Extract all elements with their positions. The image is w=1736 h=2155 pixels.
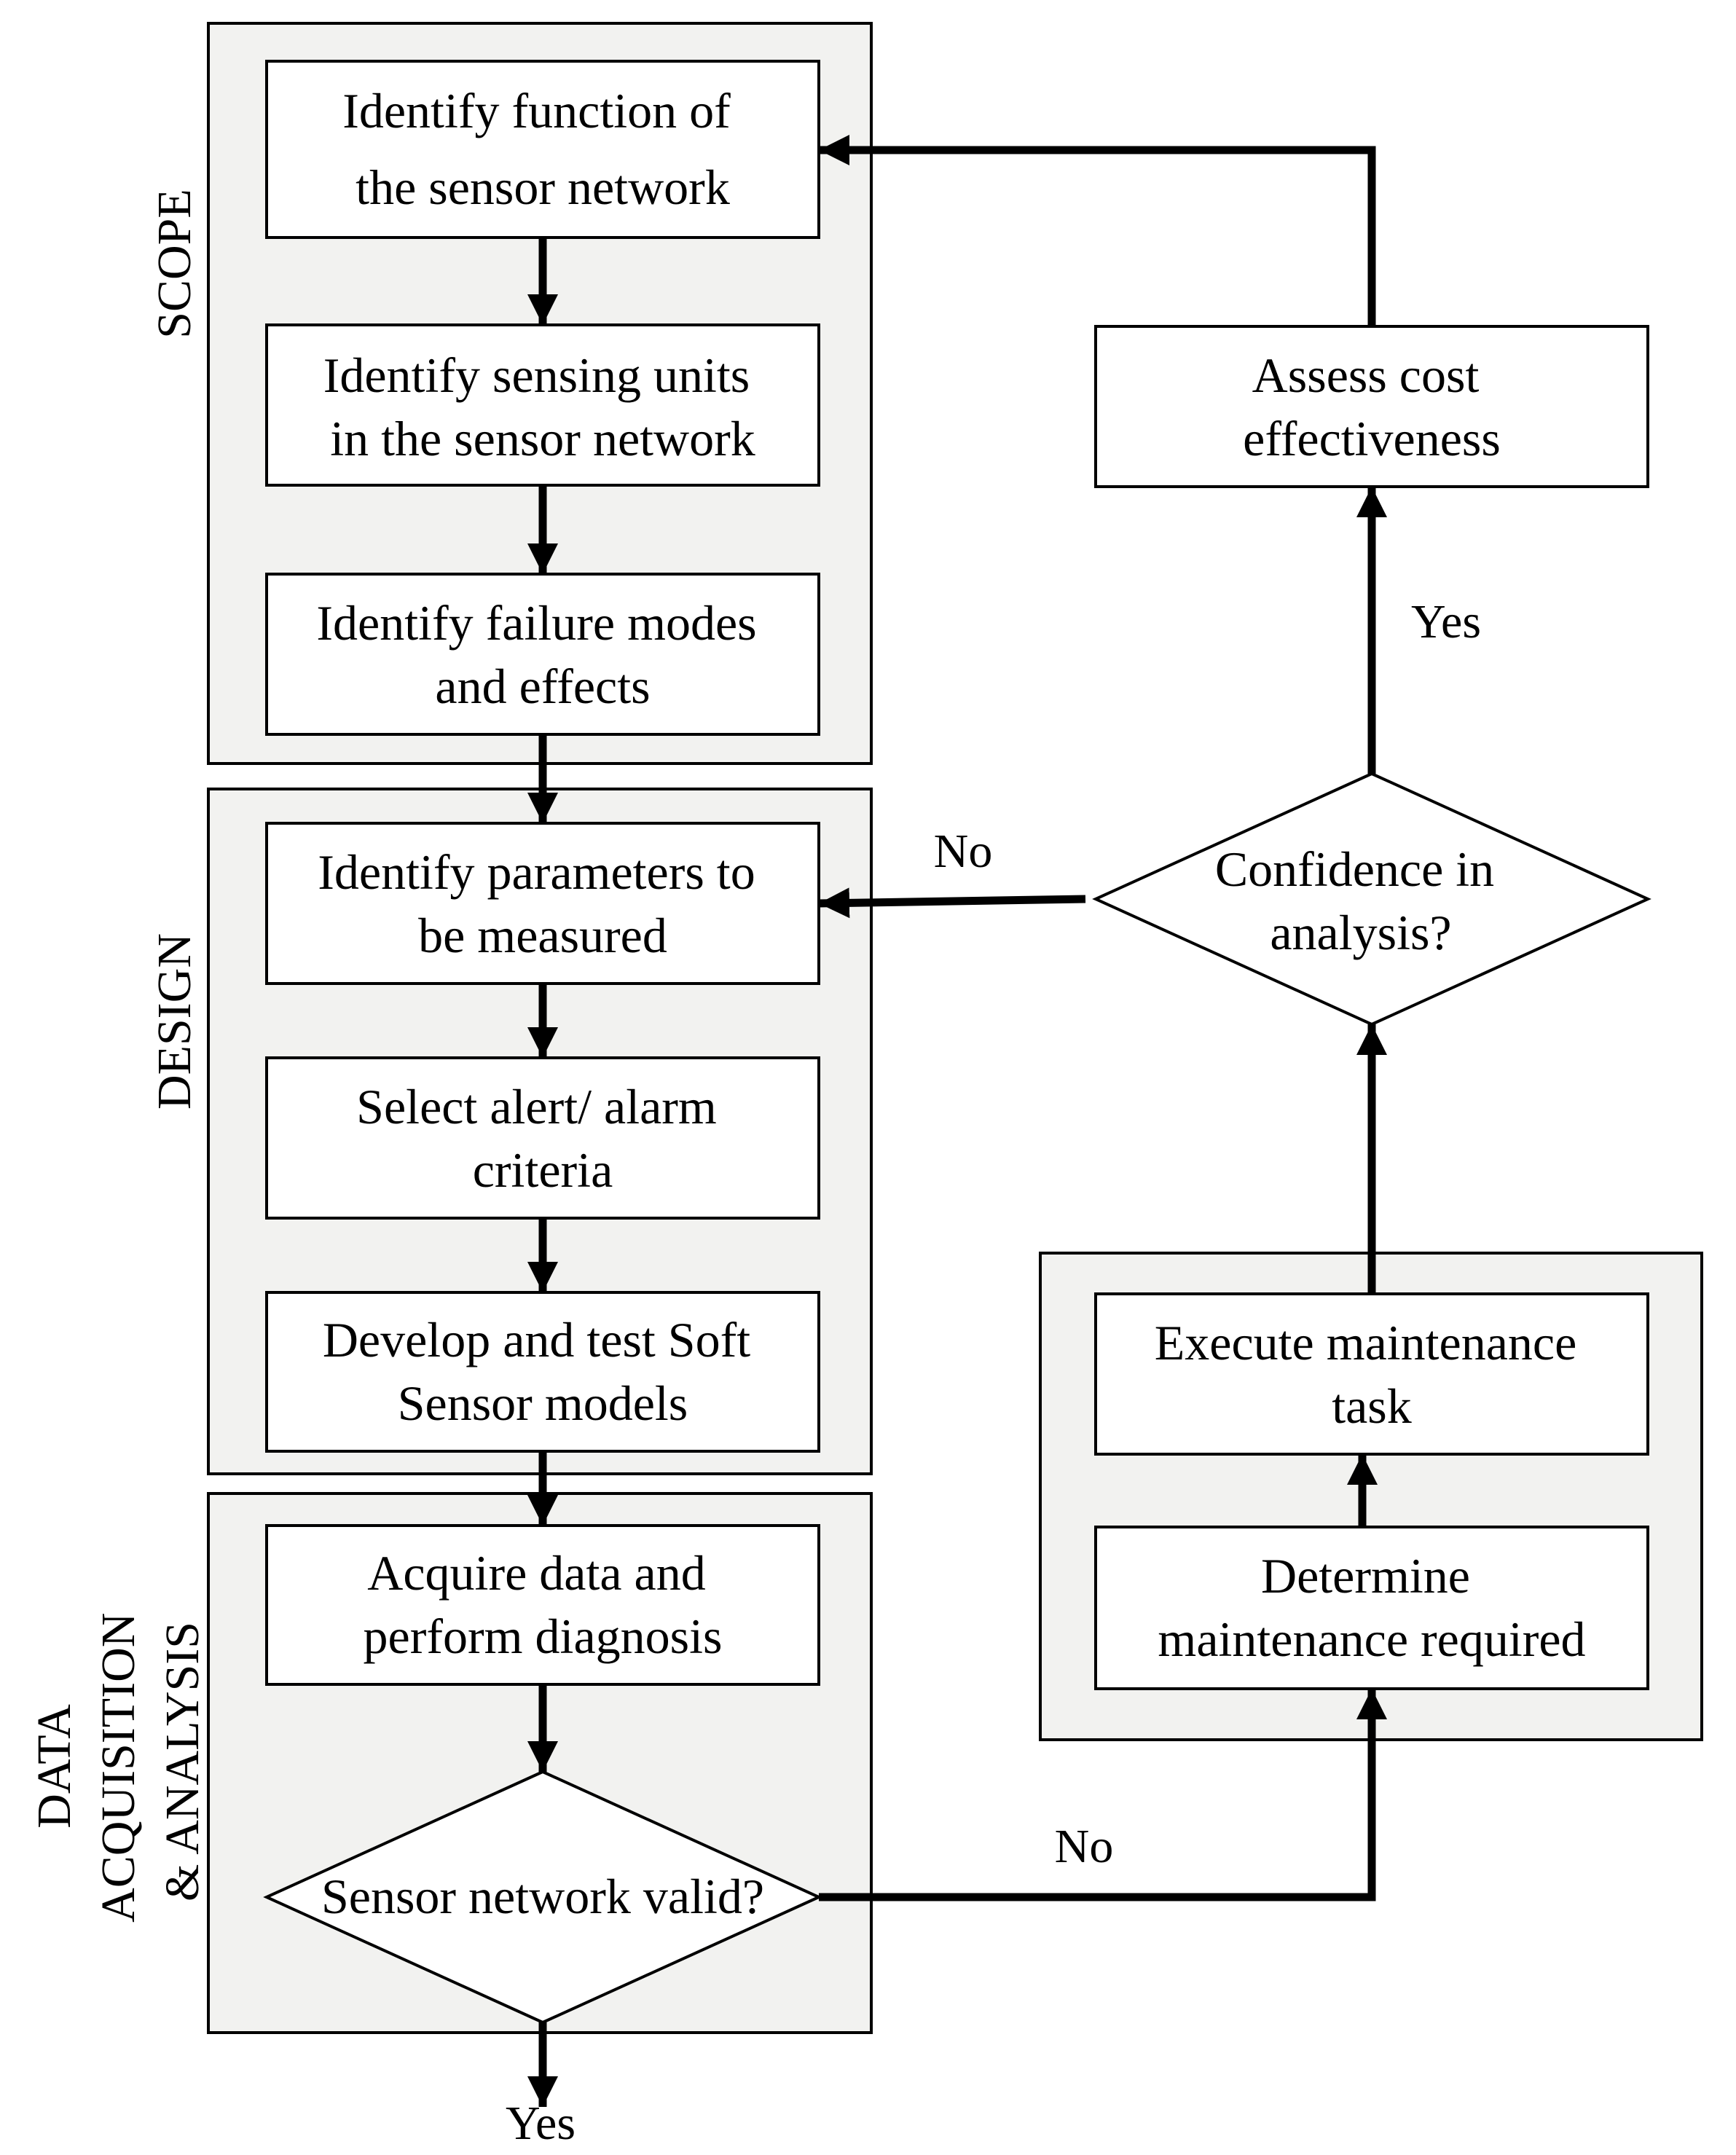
scope-section-label: SCOPE <box>148 189 201 338</box>
identify-function-box: Identify function of the sensor network <box>265 60 820 239</box>
develop-test-models-box: Develop and test Soft Sensor models <box>265 1291 820 1453</box>
sensor-yes-label: Yes <box>506 2097 576 2150</box>
confidence-decision: Confidence in analysis? <box>1092 772 1651 1027</box>
svg-text:Identify parameters to b: Identify parameters to be measured <box>318 844 767 963</box>
svg-text:Develop and test Soft Se: Develop and test Soft Sensor models <box>323 1312 763 1431</box>
svg-text:Assess cost effectivenes: Assess cost effectiveness <box>1243 348 1501 466</box>
confidence-no-label: No <box>934 825 993 878</box>
svg-text:Sensor network valid?: Sensor network valid? <box>321 1869 764 1924</box>
identify-failure-modes-box: Identify failure modes and effects <box>265 573 820 736</box>
svg-text:Identify function of the: Identify function of the sensor network <box>342 83 743 215</box>
acquire-data-box: Acquire data and perform diagnosis <box>265 1524 820 1686</box>
identify-sensing-units-box: Identify sensing units in the sensor net… <box>265 323 820 487</box>
design-section-label: DESIGN <box>148 933 201 1110</box>
arrow-cost-to-function <box>819 135 1376 326</box>
sensor-no-label: No <box>1055 1820 1114 1873</box>
execute-maintenance-box: Execute maintenance task <box>1094 1292 1649 1456</box>
select-alert-criteria-box: Select alert/ alarm criteria <box>265 1056 820 1220</box>
arrow-valid-no-to-determine <box>819 1689 1387 1901</box>
arrow-confidence-no-to-parameters <box>818 887 1086 919</box>
svg-text:Confidence in analysis?: Confidence in analysis? <box>1215 841 1507 960</box>
determine-maintenance-box: Determine maintenance required <box>1094 1526 1649 1690</box>
svg-text:Execute maintenance task: Execute maintenance task <box>1155 1315 1590 1434</box>
svg-text:Identify failure modes a: Identify failure modes and effects <box>316 595 769 714</box>
svg-text:Determine maintenance re: Determine maintenance required <box>1158 1548 1585 1667</box>
identify-parameters-box: Identify parameters to be measured <box>265 822 820 985</box>
assess-cost-effectiveness-box: Assess cost effectiveness <box>1094 325 1649 488</box>
svg-text:Identify sensing units i: Identify sensing units in the sensor net… <box>323 348 763 466</box>
svg-text:Acquire data and perform: Acquire data and perform diagnosis <box>364 1545 723 1664</box>
confidence-yes-label: Yes <box>1411 595 1481 648</box>
data-acquisition-section-label: DATA ACQUISITION & ANALYSIS <box>28 1601 209 1923</box>
svg-text:Select alert/ alarm crit: Select alert/ alarm criteria <box>356 1079 729 1198</box>
